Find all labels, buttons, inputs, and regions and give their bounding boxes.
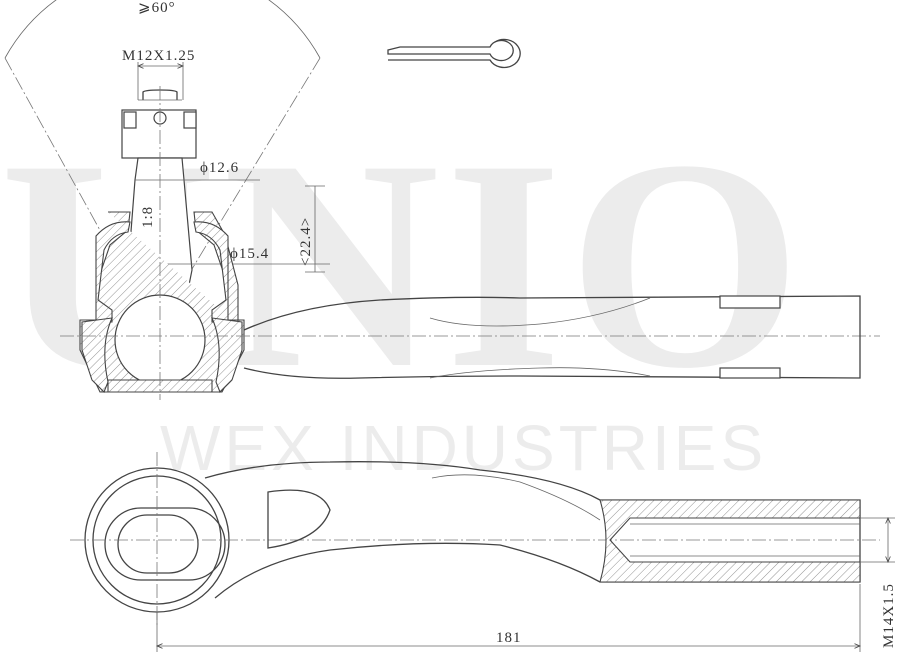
taper-length-label: <22.4> <box>298 217 314 266</box>
arm-outline <box>243 295 861 379</box>
overall-length-label: 181 <box>496 630 522 646</box>
stud-thread-label: M12X1.25 <box>122 48 195 64</box>
watermark-company: WEX INDUSTRIES <box>160 412 767 484</box>
cone-line-left <box>4 57 156 331</box>
taper-ratio-label: 1:8 <box>140 206 156 228</box>
angle-arc <box>4 0 321 59</box>
dia-small-label: ϕ12.6 <box>200 160 239 176</box>
dia-large-label: ϕ15.4 <box>230 246 269 262</box>
side-view: ⩾60° M12X1.25 <22.4> 1:8 ϕ12.6 ϕ15.4 <box>4 0 880 400</box>
inner-thread-label: M14X1.5 <box>881 583 897 648</box>
plan-view: M14X1.5 181 <box>70 452 897 652</box>
eye-slot <box>104 507 226 581</box>
threaded-bore <box>599 499 861 583</box>
angle-label: ⩾60° <box>138 0 176 16</box>
cotter-pin <box>387 38 521 69</box>
flat-top <box>719 295 781 309</box>
flat-bottom <box>719 367 781 379</box>
pocket <box>267 489 331 549</box>
arm-plan-outline <box>204 461 861 599</box>
